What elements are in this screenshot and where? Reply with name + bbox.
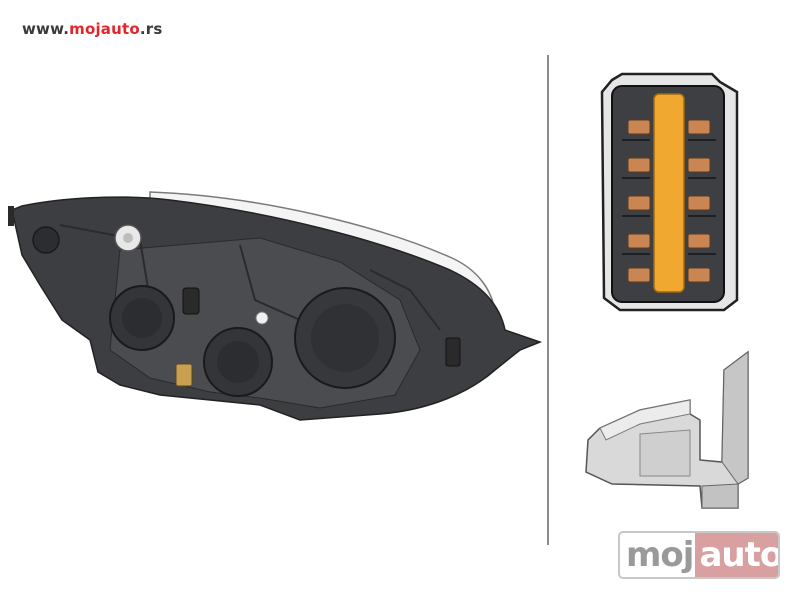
watermark-left-text: moj <box>626 535 694 575</box>
site-url-suffix: .rs <box>139 20 163 38</box>
electrical-connector-icon <box>600 72 739 312</box>
site-url-prefix: www. <box>22 20 70 38</box>
site-url[interactable]: www.mojauto.rs <box>22 20 163 38</box>
panel-divider <box>547 55 549 545</box>
mojauto-watermark: moj auto <box>618 531 780 579</box>
headlamp-rear-view-icon <box>8 191 543 421</box>
site-url-brand: mojauto <box>69 20 140 38</box>
watermark-right-text: auto <box>695 533 778 577</box>
mounting-clip-icon <box>585 350 749 509</box>
